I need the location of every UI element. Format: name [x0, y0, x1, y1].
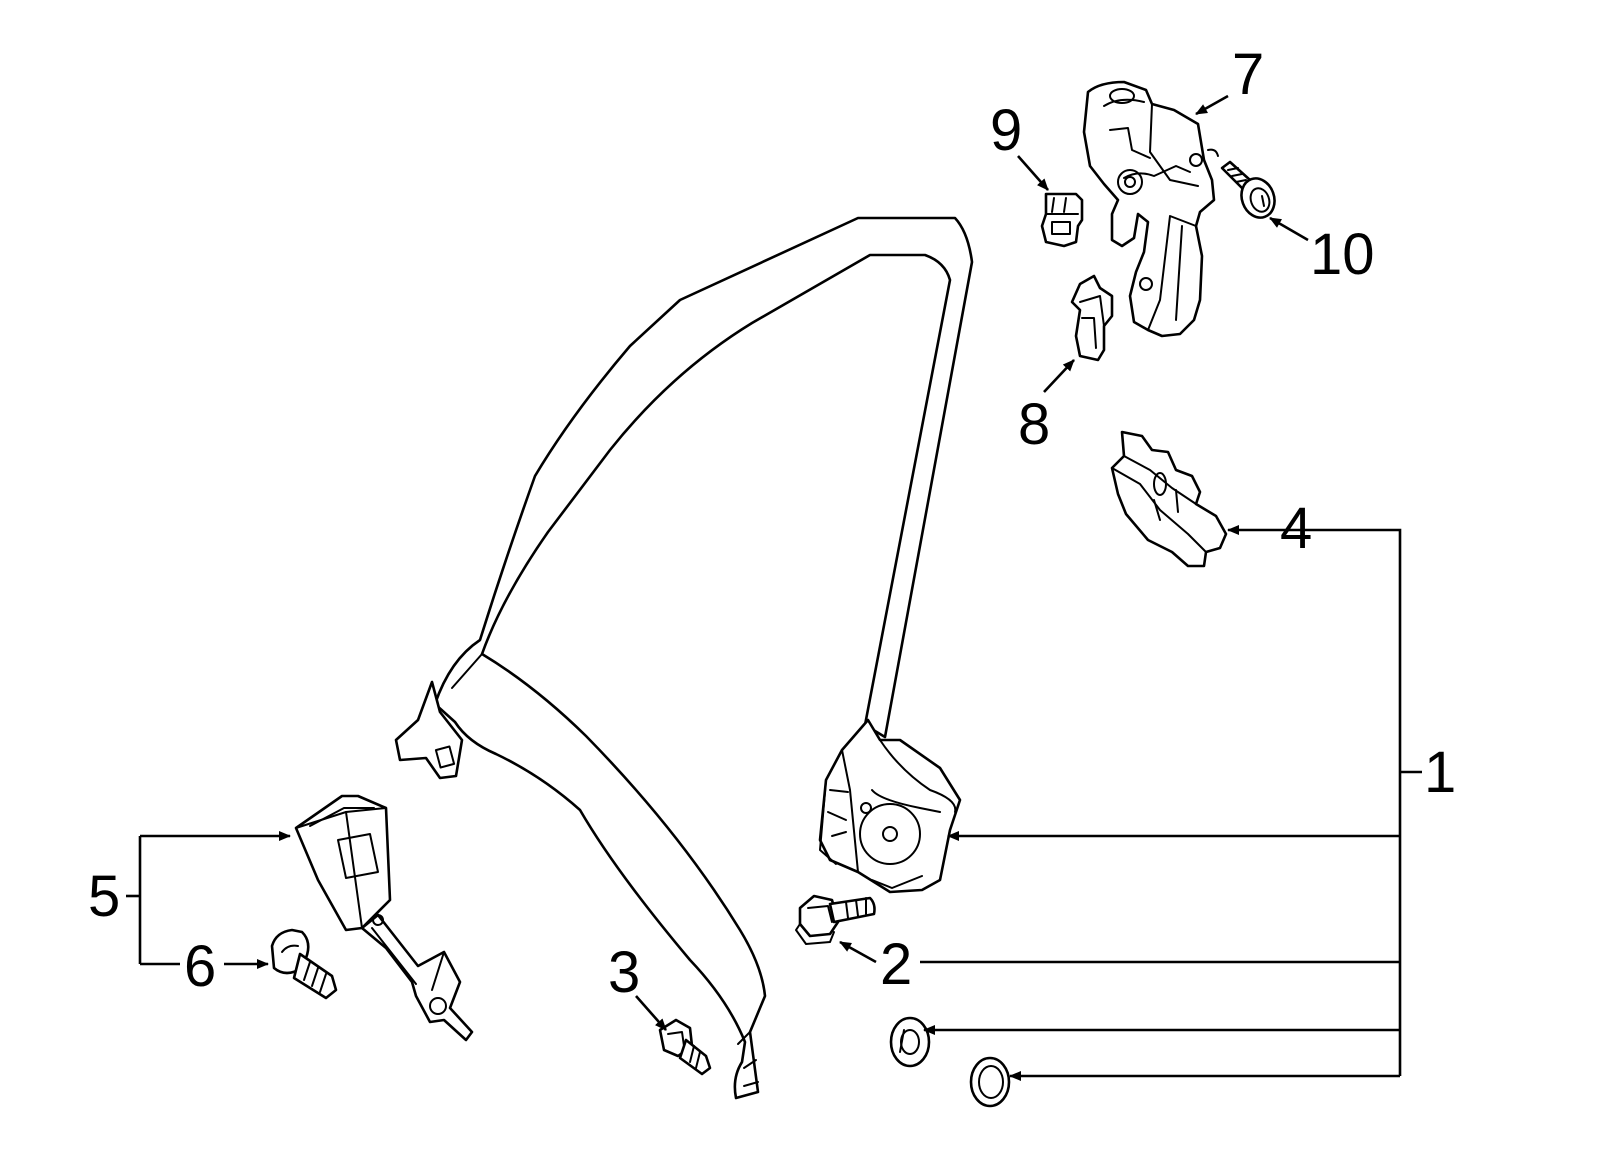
leader-lines	[126, 94, 1422, 1081]
bracket-8	[1070, 274, 1114, 362]
bolt-2	[795, 894, 876, 945]
bolt-6	[270, 928, 338, 1000]
callout-2: 2	[880, 932, 912, 997]
callout-3: 3	[608, 940, 640, 1005]
callout-labels: 1 2 3 4 5 6 7 8 9 10	[88, 42, 1456, 1005]
callout-7: 7	[1232, 42, 1264, 107]
washer-lower	[969, 1056, 1011, 1108]
retractor	[818, 718, 962, 894]
buckle	[294, 794, 474, 1042]
seat-belt-webbing	[394, 216, 974, 1100]
callout-1: 1	[1424, 740, 1456, 805]
clip-9	[1040, 192, 1084, 248]
callout-8: 8	[1018, 392, 1050, 457]
callout-9: 9	[990, 98, 1022, 163]
bolt-3	[658, 1018, 712, 1076]
washer-upper	[889, 1016, 931, 1068]
bracket-4	[1110, 430, 1228, 568]
height-adjuster	[1082, 80, 1219, 338]
callout-10: 10	[1310, 222, 1375, 287]
callout-5: 5	[88, 864, 120, 929]
callout-6: 6	[184, 934, 216, 999]
callout-4: 4	[1280, 496, 1312, 561]
bolt-10	[1220, 160, 1276, 219]
